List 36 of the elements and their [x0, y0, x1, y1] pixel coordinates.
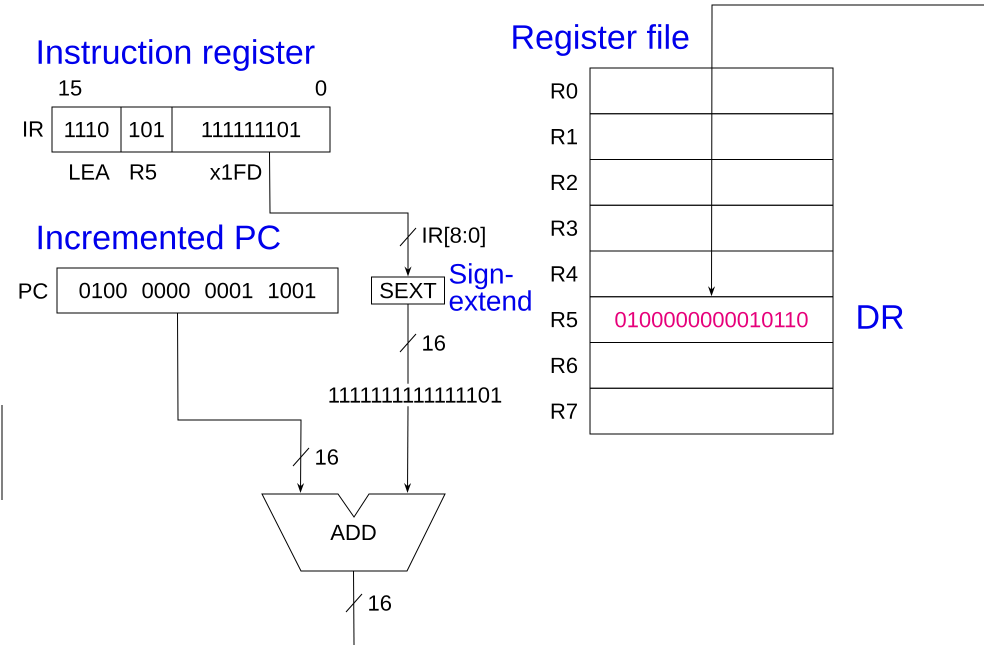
register-field: SEXT [371, 276, 445, 304]
register-field: 0100 0000 0001 1001 [56, 268, 338, 314]
note: Sign-extend [450, 263, 531, 311]
register-row [590, 342, 834, 389]
register-row [590, 204, 834, 252]
edge-label: IR[8:0] [420, 226, 488, 248]
field-label: R2 [552, 174, 577, 190]
edge-label: 16 [420, 334, 447, 352]
field-label: R1 [552, 129, 577, 144]
heading: Incremented PC [38, 224, 280, 250]
register-field: 101 [120, 106, 172, 152]
register-row [590, 68, 834, 114]
field-label: R5 [552, 312, 578, 328]
register-field: 111111101 [172, 106, 330, 152]
heading: Register file [513, 24, 688, 56]
wire [353, 570, 354, 645]
heading: Instruction register [38, 39, 315, 71]
field-label: R5 [130, 164, 156, 180]
register-row: 0100000000010110 [590, 296, 834, 343]
edge-label: 16 [314, 448, 340, 466]
field-label: R6 [552, 358, 578, 374]
register-row [590, 159, 834, 206]
field-label: LEA [70, 164, 110, 180]
register-tag: DR [858, 305, 904, 329]
label: 15 [59, 80, 82, 96]
register-row [590, 250, 834, 298]
register-row [590, 388, 834, 434]
field-label: R7 [552, 404, 577, 419]
field-label: R3 [552, 220, 578, 236]
register-row [590, 113, 834, 160]
value-text: 1111111111111101 [329, 387, 502, 403]
field-label: R4 [552, 266, 578, 282]
field-label: R0 [552, 83, 578, 99]
register-field: 1110 [52, 106, 122, 152]
edge-label: 16 [366, 594, 393, 612]
field-label: x1FD [210, 164, 262, 180]
